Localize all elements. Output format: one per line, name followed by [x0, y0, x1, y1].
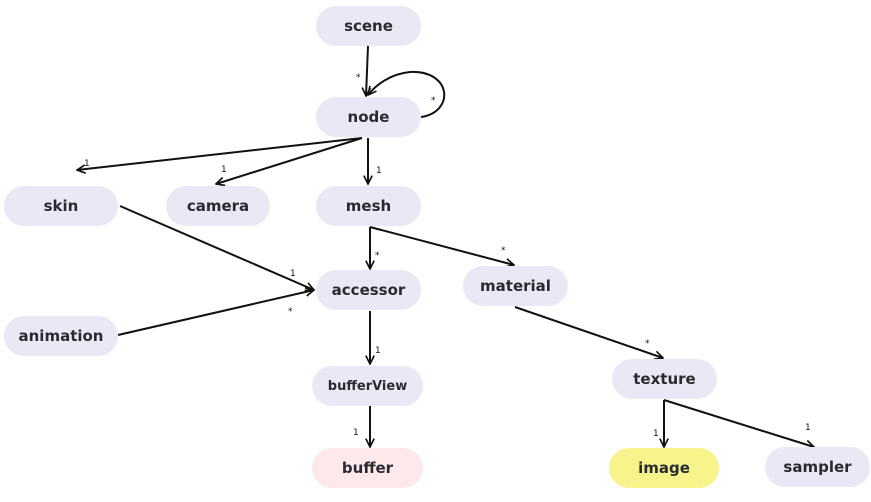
node-label: image	[638, 459, 690, 477]
node-skin[interactable]: skin	[4, 186, 118, 226]
node-image[interactable]: image	[609, 448, 719, 488]
node-accessor[interactable]: accessor	[316, 270, 421, 310]
multiplicity-label: *	[645, 339, 650, 349]
multiplicity-label: 1	[84, 159, 90, 169]
multiplicity-label: 1	[221, 165, 227, 175]
node-label: node	[347, 108, 390, 126]
multiplicity-label: *	[356, 73, 361, 83]
node-label: sampler	[783, 458, 852, 476]
edge-texture-to-sampler	[663, 399, 814, 447]
edge-skin-to-accessor	[119, 205, 314, 290]
node-material[interactable]: material	[463, 266, 568, 306]
edge-node-to-skin	[77, 137, 363, 170]
node-mesh[interactable]: mesh	[316, 186, 421, 226]
node-animation[interactable]: animation	[4, 316, 118, 356]
multiplicity-label: 1	[353, 428, 359, 438]
node-label: bufferView	[327, 378, 408, 394]
multiplicity-label: *	[288, 307, 293, 317]
node-label: scene	[344, 17, 393, 35]
multiplicity-label: 1	[290, 269, 296, 279]
node-label: buffer	[341, 459, 394, 477]
node-buffer[interactable]: buffer	[312, 448, 423, 488]
multiplicity-label: 1	[805, 423, 811, 433]
node-node[interactable]: node	[316, 97, 421, 137]
multiplicity-label: *	[501, 246, 506, 256]
edge-node-to-camera	[216, 137, 363, 184]
node-label: accessor	[331, 281, 406, 299]
node-label: camera	[186, 197, 250, 215]
node-label: mesh	[345, 197, 392, 215]
node-texture[interactable]: texture	[612, 359, 717, 399]
multiplicity-label: 1	[375, 346, 381, 356]
multiplicity-label: 1	[653, 429, 659, 439]
edge-scene-to-node	[366, 45, 368, 96]
node-scene[interactable]: scene	[316, 6, 421, 46]
node-sampler[interactable]: sampler	[765, 447, 870, 487]
node-label: texture	[633, 370, 696, 388]
node-bufferview[interactable]: bufferView	[312, 366, 423, 406]
edge-mesh-to-material	[369, 226, 514, 265]
multiplicity-label: *	[431, 96, 436, 106]
node-label: animation	[18, 327, 104, 345]
multiplicity-label: 1	[376, 166, 382, 176]
node-label: skin	[43, 197, 79, 215]
node-camera[interactable]: camera	[166, 186, 270, 226]
node-label: material	[480, 277, 551, 295]
edge-animation-to-accessor	[117, 290, 314, 336]
edge-material-to-texture	[514, 306, 663, 358]
multiplicity-label: *	[375, 251, 380, 261]
edge-node-to-node	[368, 70, 446, 118]
